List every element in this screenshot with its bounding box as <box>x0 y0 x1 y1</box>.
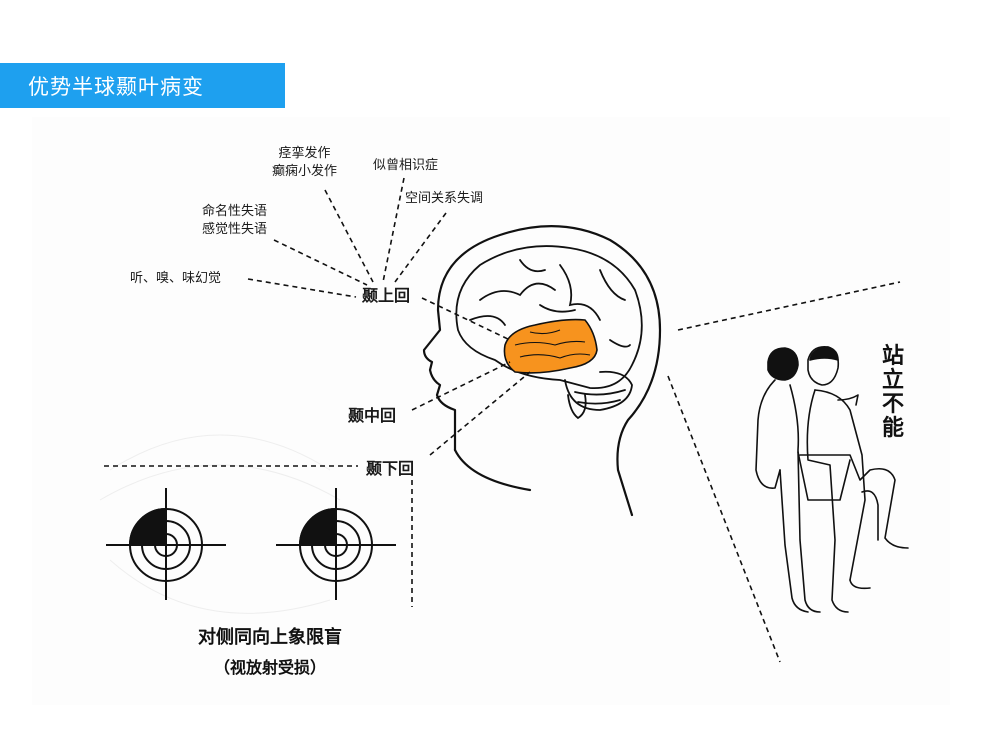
leader-lines <box>104 177 901 663</box>
page-title-text: 优势半球颞叶病变 <box>28 74 204 99</box>
spatial-label: 空间关系失调 <box>405 191 484 206</box>
hallucination-label: 听、嗅、味幻觉 <box>130 271 222 286</box>
brain-outline <box>455 245 643 420</box>
deja-vu-label: 似曾相识症 <box>373 158 439 173</box>
aphasia-label-line2: 感觉性失语 <box>202 222 268 237</box>
vision-caption: 对侧同向上象限盲 <box>198 627 342 648</box>
seizure-label-line1: 痉挛发作 <box>278 146 331 161</box>
vision-subcaption: （视放射受损） <box>213 658 326 677</box>
aphasia-label-line1: 命名性失语 <box>202 204 268 219</box>
page-title: 优势半球颞叶病变 <box>0 63 285 108</box>
superior-gyrus-label: 颞上回 <box>362 286 411 305</box>
seizure-label-line2: 癫痫小发作 <box>272 164 338 179</box>
seizure-label: 痉挛发作 癫痫小发作 <box>272 145 337 181</box>
visual-field-left-icon <box>106 488 226 600</box>
inferior-gyrus-label: 颞下回 <box>366 459 415 478</box>
middle-gyrus-label: 颞中回 <box>348 406 397 425</box>
cannot-stand-label: 站立不能 <box>881 344 904 441</box>
temporal-lobe-lesion <box>503 318 598 374</box>
aphasia-label: 命名性失语 感觉性失语 <box>202 203 267 239</box>
visual-field-right-icon <box>276 488 396 600</box>
background-ornament <box>99 434 341 614</box>
brain-head-icon <box>422 225 662 517</box>
supporting-people-icon <box>755 345 909 613</box>
